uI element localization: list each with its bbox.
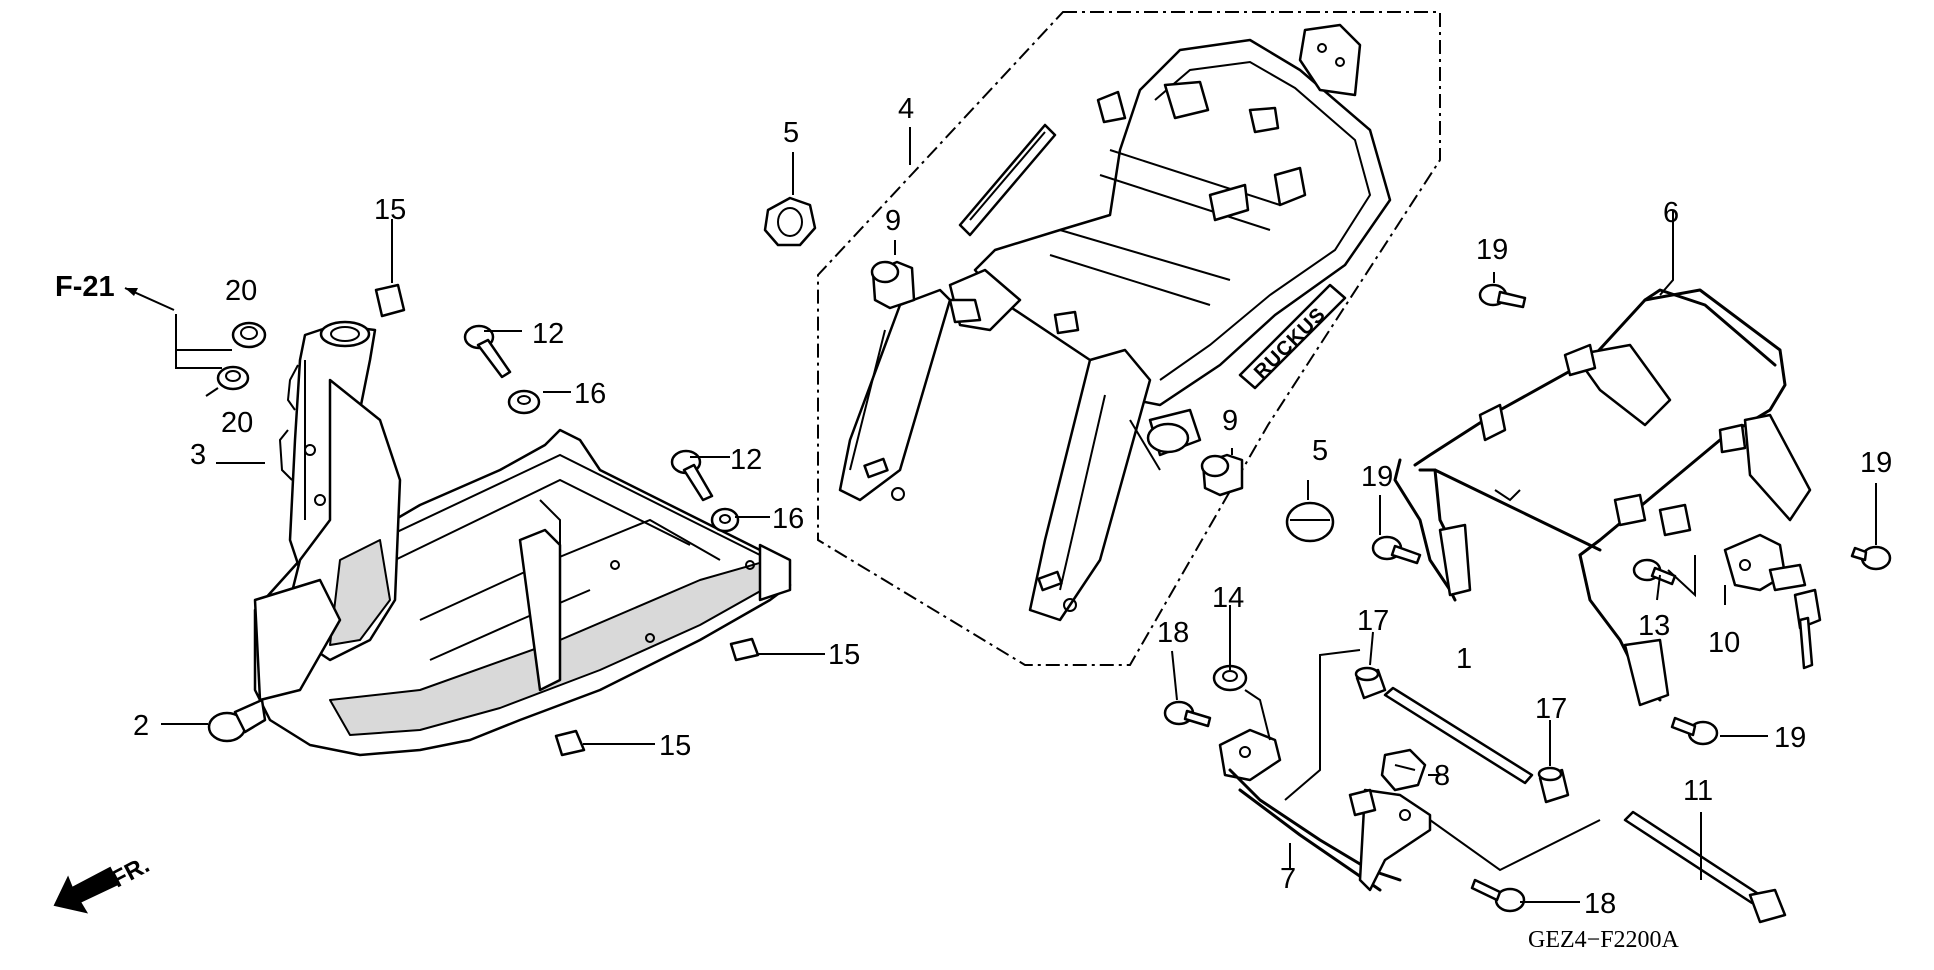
callout-9b: 9 [1222, 405, 1238, 437]
pivot-shaft [1383, 686, 1534, 785]
callout-2: 2 [133, 710, 149, 742]
callout-1: 1 [1456, 643, 1472, 675]
part-nut-14 [1212, 664, 1248, 692]
callout-17a: 17 [1357, 605, 1389, 637]
callout-18b: 18 [1584, 888, 1616, 920]
part-bolt-19d [1670, 716, 1719, 746]
part-bolt-18b [1470, 878, 1526, 913]
part-grommet-5a [763, 196, 817, 247]
front-direction-arrow: FR. [53, 851, 154, 914]
grab-rail [1393, 288, 1812, 707]
part-cap-2 [207, 698, 267, 743]
callout-16b: 16 [772, 503, 804, 535]
part-collar-17a [1354, 666, 1387, 700]
callout-3: 3 [190, 439, 206, 471]
callout-18a: 18 [1157, 617, 1189, 649]
part-clip-15c [554, 729, 586, 757]
callout-11: 11 [1683, 775, 1713, 807]
part-nut-20a [231, 321, 267, 349]
section-ref-label: F-21 [55, 271, 115, 303]
callout-7: 7 [1280, 863, 1296, 895]
callout-5b: 5 [1312, 435, 1328, 467]
callout-16a: 16 [574, 378, 606, 410]
callout-10: 10 [1708, 627, 1740, 659]
part-bolt-19c [1850, 545, 1892, 571]
part-bolt-13 [1632, 558, 1677, 586]
callout-17b: 17 [1535, 693, 1567, 725]
seat-lock [1723, 533, 1822, 670]
callout-8: 8 [1434, 760, 1450, 792]
rear-frame-group: RUCKUS [817, 11, 1441, 666]
part-bushing-9a [870, 260, 916, 310]
callout-19b: 19 [1361, 461, 1393, 493]
part-bolt-12a [463, 324, 512, 379]
callout-14: 14 [1212, 582, 1244, 614]
part-bushing-9b [1200, 453, 1244, 497]
callout-5a: 5 [783, 117, 799, 149]
part-bolt-12b [670, 449, 714, 502]
arrow-icon [53, 866, 120, 914]
callout-15c: 15 [659, 730, 691, 762]
callout-12b: 12 [730, 444, 762, 476]
front-arrow-label: FR. [107, 851, 154, 893]
callout-9a: 9 [885, 205, 901, 237]
callout-6: 6 [1663, 197, 1679, 229]
long-bolt [1623, 810, 1787, 924]
front-frame-body [253, 320, 792, 757]
part-clip-15a [374, 283, 406, 318]
callout-labels: 1 2 3 4 5 5 6 7 8 9 9 10 11 12 12 13 14 … [133, 93, 1892, 920]
part-bolt-18a [1163, 700, 1212, 728]
assembly-boundary [817, 11, 1441, 666]
part-bolt-19b [1371, 535, 1422, 565]
callout-12a: 12 [532, 318, 564, 350]
callout-15b: 15 [828, 639, 860, 671]
part-grommet-5b [1285, 501, 1335, 543]
callout-15a: 15 [374, 194, 406, 226]
callout-19d: 19 [1774, 722, 1806, 754]
engine-hanger [1218, 728, 1432, 892]
callout-19c: 19 [1860, 447, 1892, 479]
callout-20b: 20 [221, 407, 253, 439]
leader-lines [124, 127, 1877, 903]
part-bolt-19a [1478, 283, 1527, 309]
diagram-reference-code: GEZ4−F2200A [1528, 927, 1680, 953]
callout-19a: 19 [1476, 234, 1508, 266]
callout-20a: 20 [225, 275, 257, 307]
part-clip-15b [729, 637, 760, 662]
part-damper-8 [1380, 748, 1427, 792]
part-nut-20b [216, 365, 250, 391]
part-washer-16a [507, 389, 541, 415]
part-collar-17b [1537, 766, 1570, 804]
callout-13: 13 [1638, 610, 1670, 642]
callout-4: 4 [898, 93, 914, 125]
part-washer-16b [710, 507, 740, 533]
